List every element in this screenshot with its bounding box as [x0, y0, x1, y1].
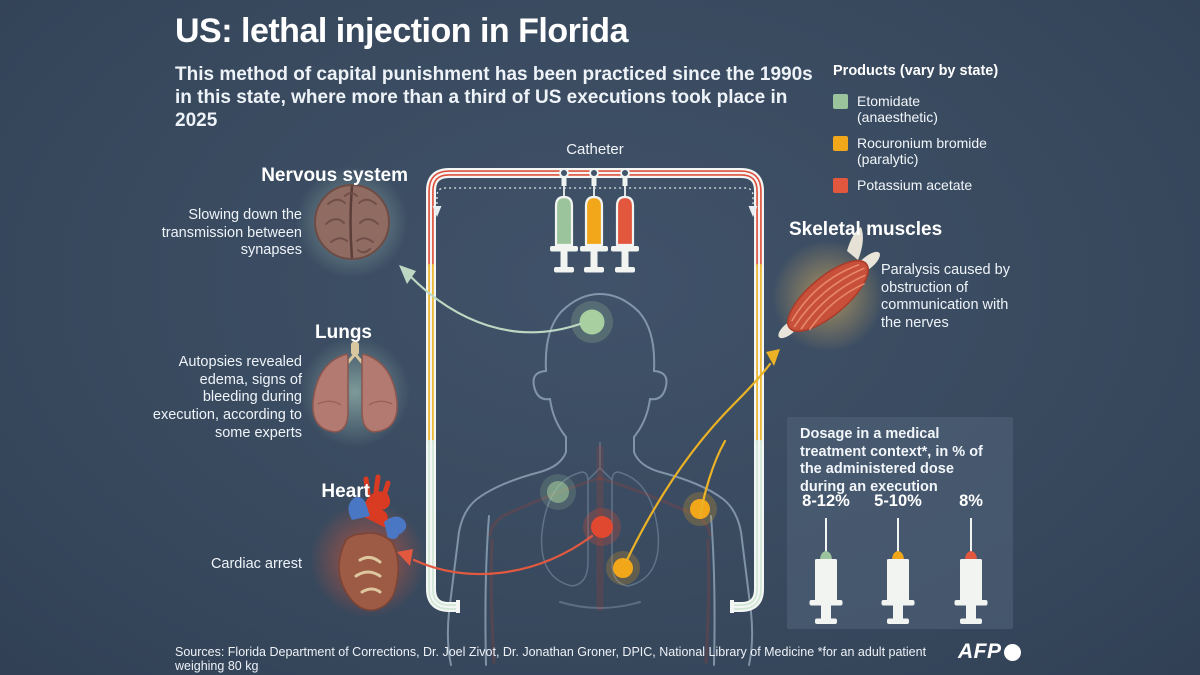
- afp-logo: AFP: [958, 640, 1021, 664]
- afp-logo-dot-icon: [1003, 643, 1021, 661]
- arrow-to-brain-icon: [399, 265, 416, 284]
- body-inner-lungs: [540, 442, 660, 587]
- flow-arrow-right-icon: [748, 206, 758, 217]
- brain-illustration: [296, 166, 408, 278]
- legend-item-potassium: Potassium acetate: [833, 177, 1023, 194]
- page-subtitle: This method of capital punishment has be…: [175, 64, 813, 132]
- skeletal-muscles-heading: Skeletal muscles: [789, 219, 943, 240]
- heart-illustration: [310, 474, 426, 618]
- legend-item-label: Etomidate (anaesthetic): [857, 93, 938, 126]
- connector-arrows: [397, 265, 780, 576]
- dosage-syringe-potassium: [954, 518, 988, 624]
- syringe-etomidate: [550, 168, 578, 273]
- etomidate-swatch-icon: [833, 94, 848, 109]
- dosage-syringe-rocuronium: [881, 518, 915, 624]
- legend: Products (vary by state) Etomidate (anae…: [833, 63, 1023, 203]
- body-outline: [446, 292, 754, 666]
- dot-arm: [690, 499, 710, 519]
- dot-brain: [579, 309, 605, 335]
- potassium-swatch-icon: [833, 178, 848, 194]
- arrow-to-heart-icon: [397, 549, 413, 566]
- lungs-description: Autopsies revealed edema, signs of bleed…: [152, 354, 302, 441]
- heart-description: Cardiac arrest: [210, 556, 302, 572]
- rocuronium-swatch-icon: [833, 136, 848, 152]
- dosage-syringe-etomidate: [809, 518, 843, 624]
- arrow-to-muscle-icon: [766, 349, 780, 366]
- injection-dots: [540, 301, 717, 585]
- heart-heading: Heart: [321, 481, 370, 502]
- lungs-illustration: [300, 337, 410, 447]
- flow-arrow-left-icon: [432, 206, 442, 217]
- legend-item-etomidate: Etomidate (anaesthetic): [833, 93, 1023, 125]
- flow-guide: [432, 187, 758, 217]
- body-vessels: [488, 444, 712, 664]
- dosage-value-etomidate: 8-12%: [802, 492, 850, 510]
- lungs-heading: Lungs: [315, 322, 372, 343]
- syringe-rocuronium: [580, 168, 608, 273]
- legend-item-label: Rocuronium bromide (paralytic): [857, 135, 987, 168]
- page-title: US: lethal injection in Florida: [175, 12, 628, 50]
- dosage-value-rocuronium: 5-10%: [874, 492, 922, 510]
- legend-title: Products (vary by state): [833, 63, 999, 79]
- dot-abdomen: [613, 558, 633, 578]
- nervous-system-description: Slowing down the transmission between sy…: [161, 207, 302, 259]
- dot-heart: [591, 516, 613, 538]
- dosage-panel-title: Dosage in a medical treatment context*, …: [800, 426, 983, 496]
- sources-line: Sources: Florida Department of Correctio…: [175, 645, 927, 673]
- afp-logo-text: AFP: [958, 640, 1002, 663]
- muscle-illustration: [772, 227, 884, 352]
- legend-item-label: Potassium acetate: [857, 177, 973, 194]
- syringe-potassium: [611, 168, 639, 273]
- legend-item-rocuronium: Rocuronium bromide (paralytic): [833, 135, 1023, 167]
- skeletal-muscles-description: Paralysis caused by obstruction of commu…: [881, 262, 1010, 332]
- catheter-label: Catheter: [566, 141, 624, 158]
- dot-lung: [547, 481, 569, 503]
- dosage-value-potassium: 8%: [959, 492, 983, 510]
- nervous-system-heading: Nervous system: [261, 165, 408, 186]
- dosage-panel: [787, 417, 1013, 629]
